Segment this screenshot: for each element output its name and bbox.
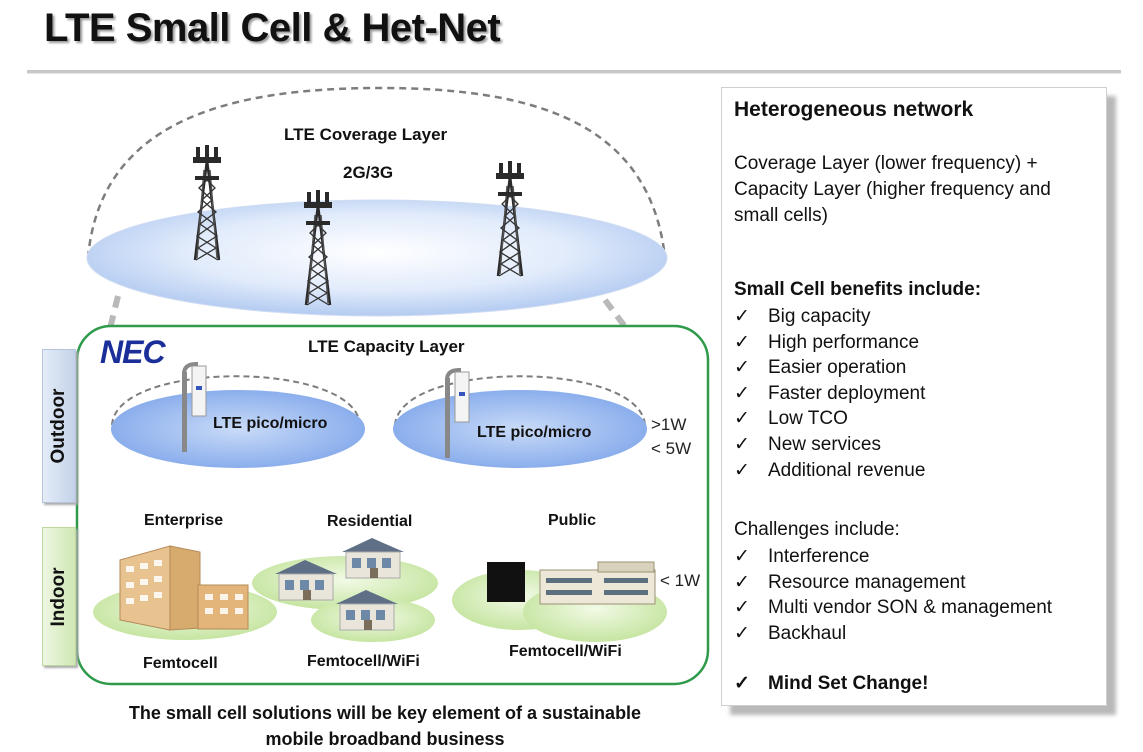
list-item: ✓Backhaul	[734, 621, 1052, 647]
small-cell-unit-icon	[487, 562, 525, 602]
outdoor-label: Outdoor	[48, 388, 69, 464]
indoor-power-label: < 1W	[660, 571, 701, 590]
check-icon: ✓	[734, 382, 750, 404]
check-icon: ✓	[734, 459, 750, 481]
info-panel: Heterogeneous network Coverage Layer (lo…	[721, 87, 1107, 706]
check-icon: ✓	[734, 571, 750, 593]
coverage-layer-label: LTE Coverage Layer	[284, 125, 448, 144]
page-title: LTE Small Cell & Het-Net	[44, 6, 501, 50]
check-icon: ✓	[734, 546, 750, 567]
check-icon: ✓	[734, 433, 750, 455]
list-item: ✓Easier operation	[734, 355, 925, 381]
check-icon: ✓	[734, 331, 750, 353]
caption-line-1: The small cell solutions will be key ele…	[128, 703, 642, 723]
outdoor-side-tab: Outdoor	[42, 349, 76, 503]
list-item: ✓Faster deployment	[734, 381, 925, 407]
title-divider	[27, 70, 1121, 74]
indoor-side-tab: Indoor	[42, 527, 76, 666]
indoor-label: Indoor	[48, 566, 69, 627]
capacity-layer-label: LTE Capacity Layer	[308, 337, 465, 356]
pico-cell-left	[111, 390, 365, 468]
femtocell-enterprise-label: Femtocell	[143, 655, 218, 672]
public-label: Public	[548, 512, 597, 529]
caption-line-2: mobile broadband business	[265, 729, 505, 749]
enterprise-label: Enterprise	[144, 512, 224, 529]
list-item: ✓Low TCO	[734, 406, 925, 432]
list-item: ✓Interference	[734, 544, 1052, 570]
list-item: ✓High performance	[734, 330, 925, 356]
outdoor-power-min-label: < 5W	[651, 439, 692, 458]
challenges-list: ✓Interference ✓Resource management ✓Mult…	[734, 544, 1052, 646]
check-icon: ✓	[734, 357, 750, 379]
benefits-heading: Small Cell benefits include:	[734, 279, 982, 300]
list-item: ✓Additional revenue	[734, 458, 925, 484]
pico-cell-left-label: LTE pico/micro	[213, 415, 328, 432]
het-net-diagram	[75, 86, 710, 686]
panel-heading: Heterogeneous network	[734, 98, 974, 121]
pico-cell-right-label: LTE pico/micro	[477, 424, 592, 441]
coverage-tech-label: 2G/3G	[343, 163, 394, 182]
nec-logo: NEC	[100, 334, 166, 370]
panel-description: Coverage Layer (lower frequency) + Capac…	[734, 153, 1051, 226]
check-icon: ✓	[734, 673, 750, 694]
check-icon: ✓	[734, 597, 750, 619]
list-item: ✓Multi vendor SON & management	[734, 595, 1052, 621]
list-item: ✓New services	[734, 432, 925, 458]
check-icon: ✓	[734, 622, 750, 644]
cell-tower-icon	[191, 143, 223, 262]
challenges-heading: Challenges include:	[734, 519, 900, 540]
final-item: ✓Mind Set Change!	[734, 673, 929, 694]
femtocell-residential-label: Femtocell/WiFi	[307, 653, 420, 670]
residential-label: Residential	[327, 513, 413, 530]
check-icon: ✓	[734, 408, 750, 430]
office-building-icon	[539, 561, 656, 605]
list-item: ✓Big capacity	[734, 304, 925, 330]
benefits-list: ✓Big capacity ✓High performance ✓Easier …	[734, 304, 925, 483]
check-icon: ✓	[734, 306, 750, 327]
office-building-icon	[119, 545, 249, 631]
list-item: ✓Resource management	[734, 570, 1052, 596]
femtocell-public-label: Femtocell/WiFi	[509, 643, 622, 660]
outdoor-power-max-label: >1W	[651, 415, 687, 434]
coverage-ellipse	[86, 199, 668, 317]
